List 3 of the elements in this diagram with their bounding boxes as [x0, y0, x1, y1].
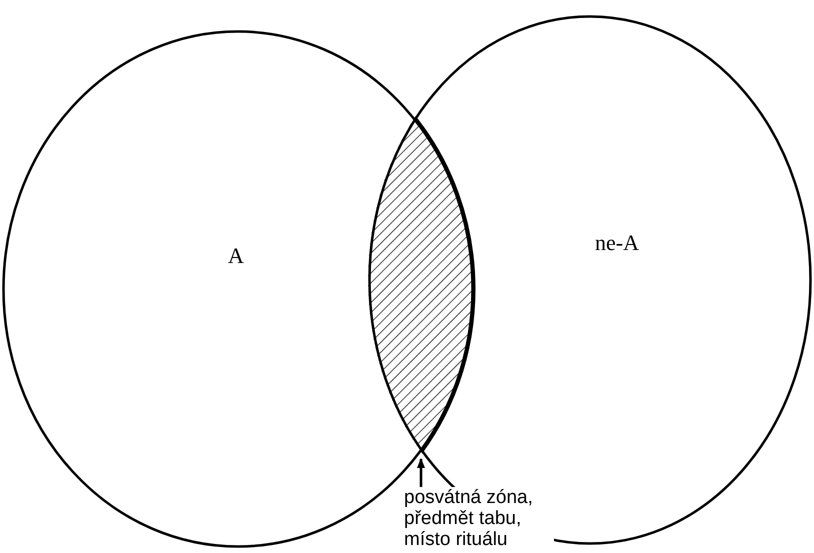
- arrow: [417, 458, 425, 487]
- set-label: A: [228, 245, 244, 267]
- set-label: ne-A: [595, 232, 639, 254]
